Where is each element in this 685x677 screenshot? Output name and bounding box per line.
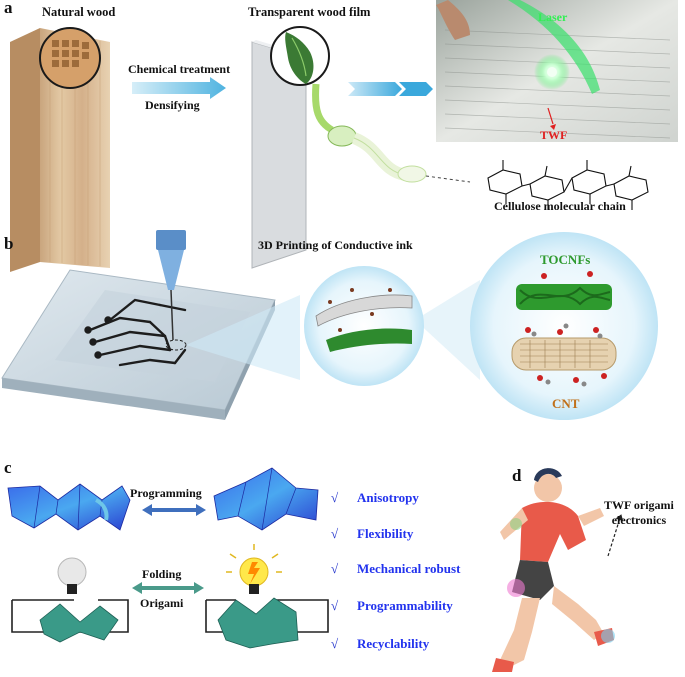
- property-item: √ Anisotropy: [331, 490, 419, 506]
- programming-arrow: [142, 504, 206, 516]
- panel-label-a: a: [4, 0, 13, 18]
- cellulose-chain-label: Cellulose molecular chain: [494, 199, 626, 214]
- origami-label: Origami: [140, 596, 183, 611]
- folding-label: Folding: [142, 567, 181, 582]
- laser-label: Laser: [538, 10, 567, 25]
- panel-label-d: d: [512, 466, 521, 486]
- property-label: Recyclability: [357, 636, 429, 652]
- folding-arrow: [132, 582, 204, 594]
- property-label: Anisotropy: [357, 490, 419, 506]
- origami-folded: [214, 468, 318, 530]
- programming-label: Programming: [130, 486, 202, 501]
- panel-label-c: c: [4, 458, 12, 478]
- twf-origami-line-1: TWF origami: [604, 498, 674, 513]
- property-label: Flexibility: [357, 526, 413, 542]
- chevron-arrow: [348, 82, 433, 96]
- circuit-on: [206, 544, 328, 648]
- twf-origami-line-2: electronics: [604, 513, 674, 528]
- film-microstructure-magnifier: [271, 27, 329, 85]
- origami-unfolded: [8, 484, 130, 530]
- ink-zoom-bubble: [304, 266, 424, 386]
- twf-origami-label: TWF origami electronics: [604, 498, 674, 528]
- wood-microstructure-magnifier: [40, 28, 100, 88]
- twf-label: TWF: [540, 128, 567, 143]
- property-item: √ Recyclability: [331, 636, 429, 652]
- printing-title: 3D Printing of Conductive ink: [258, 238, 413, 253]
- circuit-off: [12, 558, 128, 642]
- property-item: √ Flexibility: [331, 526, 413, 542]
- natural-wood-label: Natural wood: [42, 5, 115, 20]
- process-arrow: [132, 77, 226, 99]
- chemical-treatment-label: Chemical treatment: [128, 62, 230, 77]
- check-icon: √: [331, 598, 357, 614]
- property-item: √ Mechanical robust: [331, 561, 460, 577]
- property-label: Programmability: [357, 598, 453, 614]
- densifying-label: Densifying: [145, 98, 200, 113]
- property-label: Mechanical robust: [357, 561, 460, 577]
- check-icon: √: [331, 561, 357, 577]
- property-item: √ Programmability: [331, 598, 453, 614]
- panel-label-b: b: [4, 234, 13, 254]
- tocnfs-label: TOCNFs: [540, 252, 590, 268]
- cnt-label: CNT: [552, 396, 579, 412]
- check-icon: √: [331, 526, 357, 542]
- check-icon: √: [331, 636, 357, 652]
- transparent-wood-film-label: Transparent wood film: [248, 5, 370, 20]
- check-icon: √: [331, 490, 357, 506]
